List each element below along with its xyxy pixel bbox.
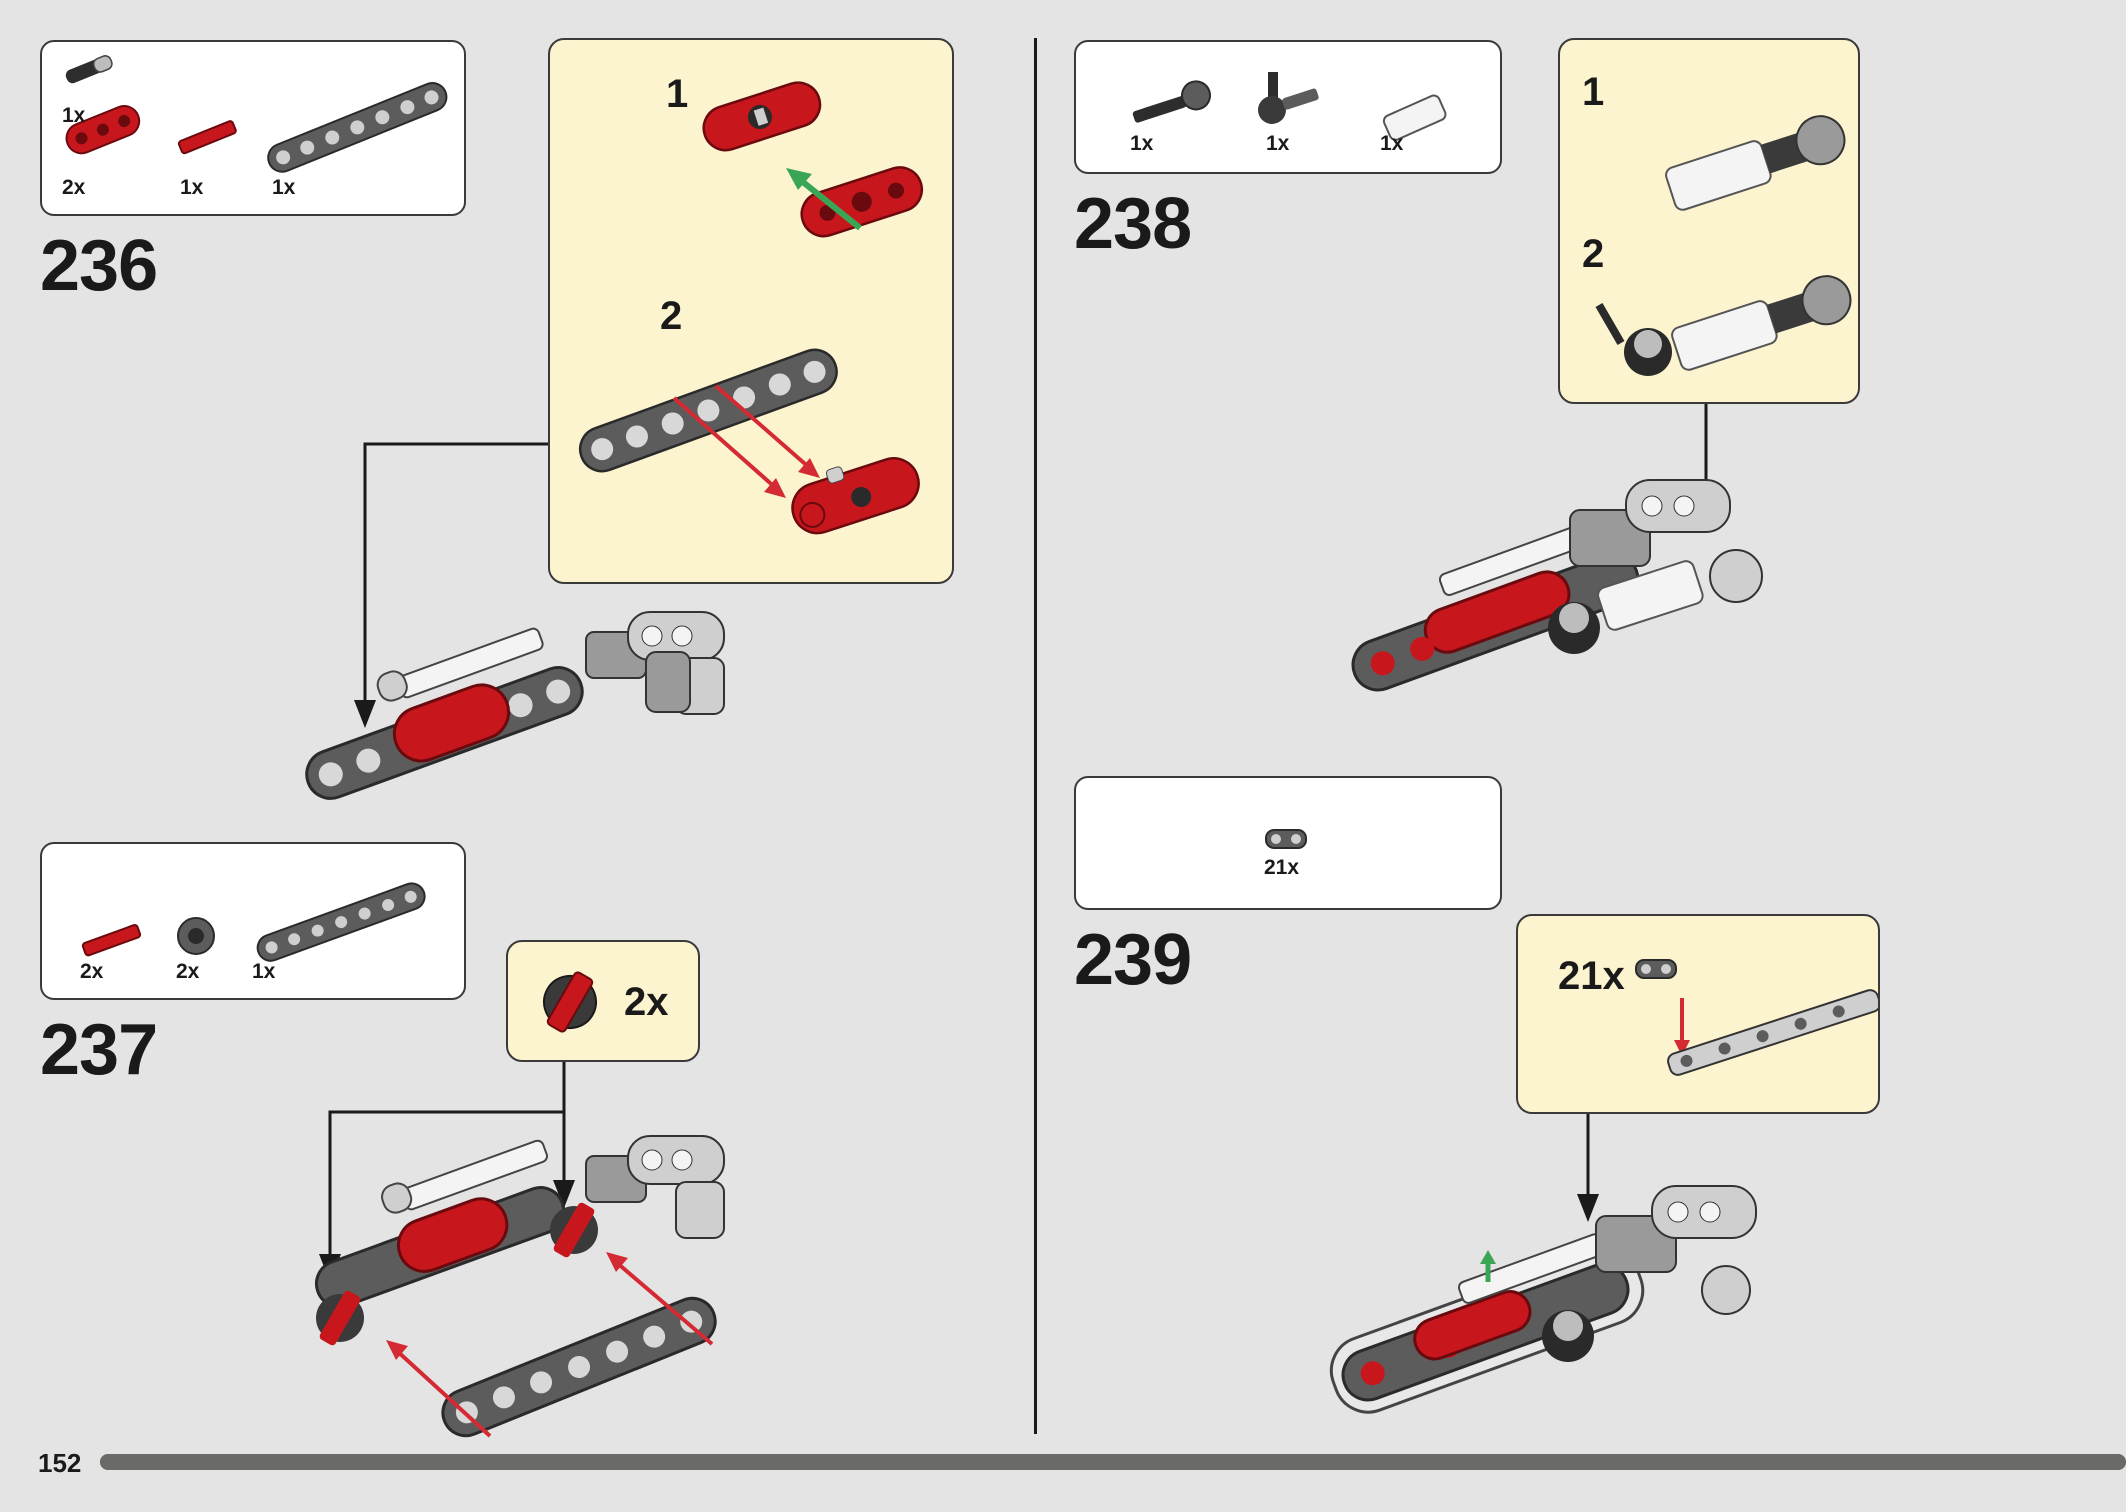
- red-beam-assembly-icon: [702, 81, 822, 152]
- progress-bar: [100, 1454, 2126, 1470]
- substep-number: 2: [660, 294, 683, 338]
- step-number: 238: [1074, 184, 1192, 264]
- part-qty: 1x: [272, 176, 296, 199]
- substep-number: 2: [1582, 232, 1605, 276]
- red-axle-icon: [81, 924, 142, 957]
- step-number: 239: [1074, 920, 1192, 1000]
- part-qty: 2x: [176, 960, 200, 983]
- part-qty: 2x: [62, 176, 86, 199]
- parts-239-art: [1265, 829, 1307, 849]
- parts-list-239: 21x: [1074, 776, 1502, 910]
- gear-assembly-icon: [543, 971, 597, 1033]
- angle-connector-icon: [1258, 72, 1319, 124]
- gear-icon: [177, 917, 215, 955]
- track-callout-239: 21x: [1516, 914, 1880, 1114]
- substep-238-art: [1595, 115, 1852, 376]
- white-axle-icon: [1382, 94, 1447, 141]
- track-link-icon: [1265, 829, 1307, 849]
- parts-list-237: 2x 2x 1x: [40, 842, 466, 1000]
- parts-238-art: [1132, 72, 1447, 141]
- callout-qty: 2x: [624, 980, 669, 1024]
- parts-list-238: 1x 1x 1x: [1074, 40, 1502, 174]
- red-axle-icon: [177, 120, 237, 155]
- gray-beam-7-icon: [256, 882, 426, 962]
- part-qty: 21x: [1264, 856, 1300, 879]
- substep-callout-238: 1 2: [1558, 38, 1860, 404]
- parts-list-236: 1x 2x 1x 1x: [40, 40, 466, 216]
- part-qty: 1x: [180, 176, 204, 199]
- axle-connector-icon: [1132, 80, 1212, 123]
- gray-beam-7-icon: [578, 348, 838, 473]
- substep-callout-236: 1 2: [548, 38, 954, 584]
- part-qty: 2x: [80, 960, 104, 983]
- track-assembly-icon: [1635, 959, 1878, 1076]
- part-qty: 1x: [62, 104, 86, 127]
- progress-fill: [100, 1454, 2126, 1470]
- red-beam-assembly-icon: [791, 457, 920, 535]
- gear-callout-237: 2x: [506, 940, 700, 1062]
- red-beam-icon: [800, 166, 924, 238]
- part-qty: 1x: [1130, 132, 1154, 155]
- substep-236-art: [578, 81, 924, 535]
- page-divider: [1034, 38, 1037, 1434]
- green-arrow: [796, 175, 862, 231]
- step-number: 236: [40, 226, 158, 306]
- part-qty: 1x: [252, 960, 276, 983]
- substep-number: 1: [1582, 70, 1605, 114]
- callout-qty: 21x: [1558, 954, 1625, 998]
- red-beam-3-icon: [65, 105, 141, 155]
- step-number: 237: [40, 1010, 158, 1090]
- parts-236-art: [65, 55, 448, 173]
- part-qty: 1x: [1380, 132, 1404, 155]
- parts-237-art: [81, 882, 426, 962]
- part-qty: 1x: [1266, 132, 1290, 155]
- page-number: 152: [38, 1448, 82, 1478]
- substep-number: 1: [666, 72, 689, 116]
- gray-beam-7-icon: [267, 82, 448, 173]
- axle-pin-icon: [65, 55, 113, 84]
